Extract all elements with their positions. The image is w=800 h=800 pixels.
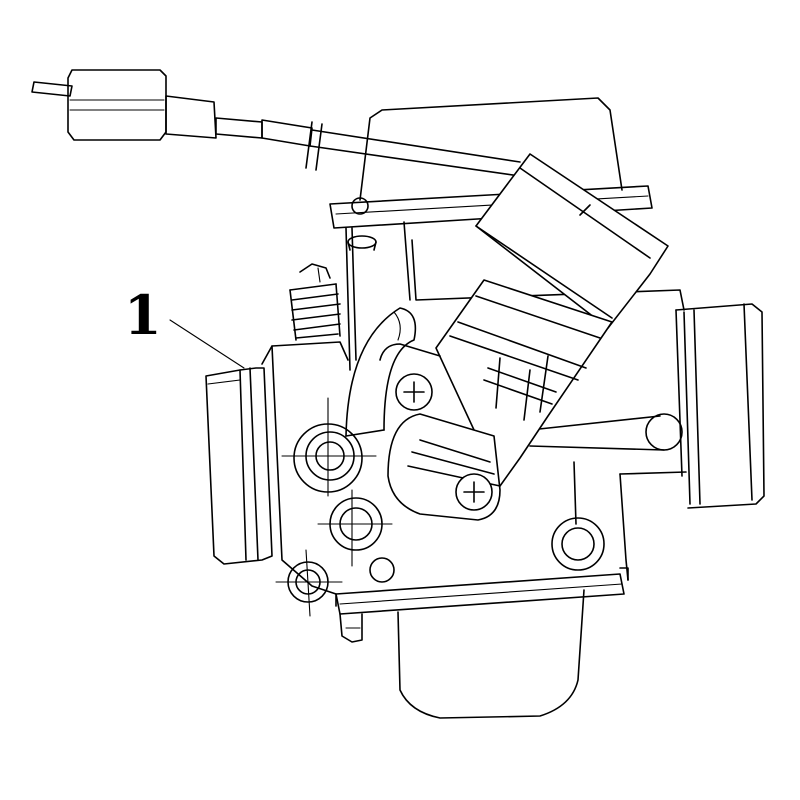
callout-leader-line: [169, 319, 245, 369]
float-bowl: [339, 589, 585, 719]
phillips-screw-upper: [395, 373, 433, 411]
callout-label-1: 1: [124, 283, 162, 347]
callout-1: 1: [124, 283, 245, 369]
port-main: [281, 397, 377, 497]
outlet-flange-right: [529, 303, 765, 509]
choke-lever-bracket: [379, 153, 669, 521]
port-right: [551, 517, 605, 571]
idle-adjust-screw: [289, 263, 341, 341]
throttle-cable: [31, 69, 521, 177]
carburetor-body: [261, 221, 687, 615]
fuel-tube: [345, 307, 417, 437]
phillips-screw-lower: [455, 473, 493, 511]
intake-flange-left: [205, 367, 273, 565]
port-lower: [275, 549, 343, 617]
small-plug: [369, 557, 395, 583]
port-middle: [317, 489, 393, 567]
